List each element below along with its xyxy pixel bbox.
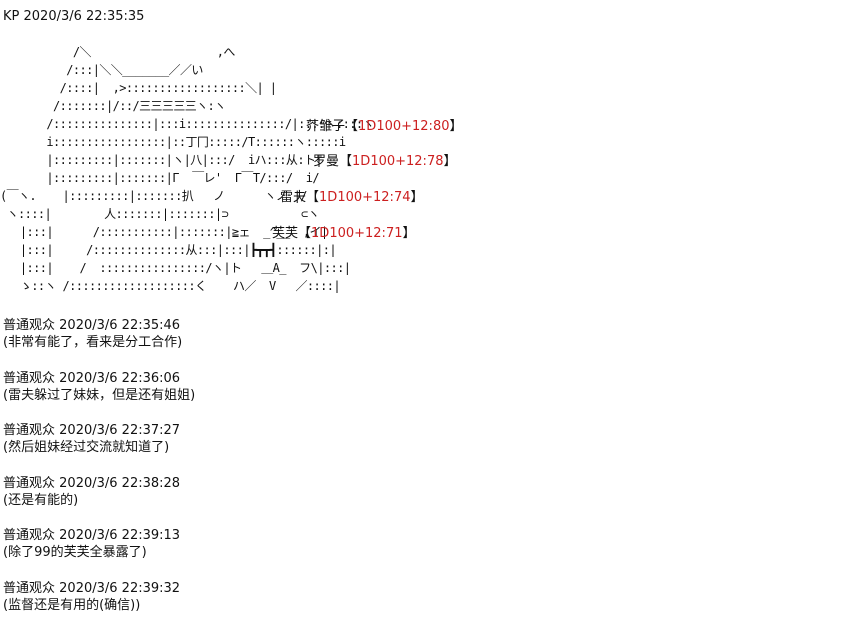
comment-timestamp: 2020/3/6 22:35:46 [59, 318, 181, 333]
roll-name: 雷夫 [280, 190, 307, 205]
post-timestamp: 2020/3/6 22:35:35 [23, 9, 145, 24]
comment-header: 普通观众 2020/3/6 22:35:46 [3, 318, 703, 334]
comment-timestamp: 2020/3/6 22:39:13 [59, 528, 181, 544]
roll-result: 1D100+12:74 [319, 190, 411, 205]
comment-author: 普通观众 [3, 318, 56, 333]
roll-name: 罗曼 [313, 154, 340, 169]
post-author: KP [3, 9, 20, 24]
roll-bracket-open: 【 [306, 190, 320, 205]
comment-list: 普通观众 2020/3/6 22:35:46 (非常有能了，看来是分工合作) 普… [3, 318, 703, 634]
comment-author: 普通观众 [3, 580, 56, 596]
comment-timestamp: 2020/3/6 22:38:28 [59, 475, 181, 491]
comment-header: 普通观众 2020/3/6 22:38:28 [3, 476, 703, 492]
comment-header: 普通观众 2020/3/6 22:37:27 [3, 423, 703, 439]
dice-roll-1: 芥雏子【1D100+12:80】 [306, 119, 463, 135]
roll-name: 芥雏子 [306, 119, 346, 134]
comment-timestamp: 2020/3/6 22:39:32 [59, 580, 181, 596]
roll-bracket-close: 】 [449, 119, 463, 134]
roll-bracket-open: 【 [339, 154, 353, 169]
comment-item: 普通观众 2020/3/6 22:38:28 (还是有能的) [3, 476, 703, 529]
comment-author: 普通观众 [3, 475, 56, 491]
comment-timestamp: 2020/3/6 22:36:06 [59, 370, 181, 386]
comment-timestamp: 2020/3/6 22:37:27 [59, 423, 181, 439]
comment-text: (然后姐妹经过交流就知道了) [3, 440, 170, 456]
comment-text: (还是有能的) [3, 492, 79, 508]
comment-item: 普通观众 2020/3/6 22:39:32 (监督还是有用的(确信)) [3, 581, 703, 634]
comment-author: 普通观众 [3, 423, 56, 439]
roll-bracket-open: 【 [298, 226, 312, 241]
roll-bracket-close: 】 [410, 190, 424, 205]
comment-header: 普通观众 2020/3/6 22:39:32 [3, 581, 703, 597]
roll-name: 芙芙 [272, 226, 299, 241]
comment-header: 普通观众 2020/3/6 22:36:06 [3, 371, 703, 387]
comment-text: (雷夫躲过了妹妹，但是还有姐姐) [3, 387, 196, 403]
dice-roll-2: 罗曼【1D100+12:78】 [313, 154, 457, 170]
dice-roll-3: 雷夫【1D100+12:74】 [280, 190, 424, 206]
comment-text: (监督还是有用的(确信)) [3, 597, 141, 613]
roll-result: 1D100+12:78 [352, 154, 444, 169]
comment-item: 普通观众 2020/3/6 22:37:27 (然后姐妹经过交流就知道了) [3, 423, 703, 476]
ascii-art: /＼ ,へ /:::|＼＼_______／／い /::::| ,>:::::::… [0, 45, 375, 293]
roll-bracket-open: 【 [345, 119, 359, 134]
roll-result: 1D100+12:80 [358, 119, 450, 134]
comment-text: (除了99的芙芙全暴露了) [3, 545, 147, 561]
roll-bracket-close: 】 [402, 226, 416, 241]
comment-item: 普通观众 2020/3/6 22:36:06 (雷夫躲过了妹妹，但是还有姐姐) [3, 371, 703, 424]
comment-header: 普通观众 2020/3/6 22:39:13 [3, 528, 703, 544]
dice-roll-4: 芙芙【1D100+12:71】 [272, 226, 416, 242]
comment-author: 普通观众 [3, 370, 56, 386]
roll-bracket-close: 】 [443, 154, 457, 169]
roll-result: 1D100+12:71 [311, 226, 403, 241]
comment-author: 普通观众 [3, 528, 56, 544]
post-header: KP 2020/3/6 22:35:35 [3, 9, 144, 25]
comment-item: 普通观众 2020/3/6 22:35:46 (非常有能了，看来是分工合作) [3, 318, 703, 371]
comment-text: (非常有能了，看来是分工合作) [3, 335, 183, 350]
comment-item: 普通观众 2020/3/6 22:39:13 (除了99的芙芙全暴露了) [3, 528, 703, 581]
